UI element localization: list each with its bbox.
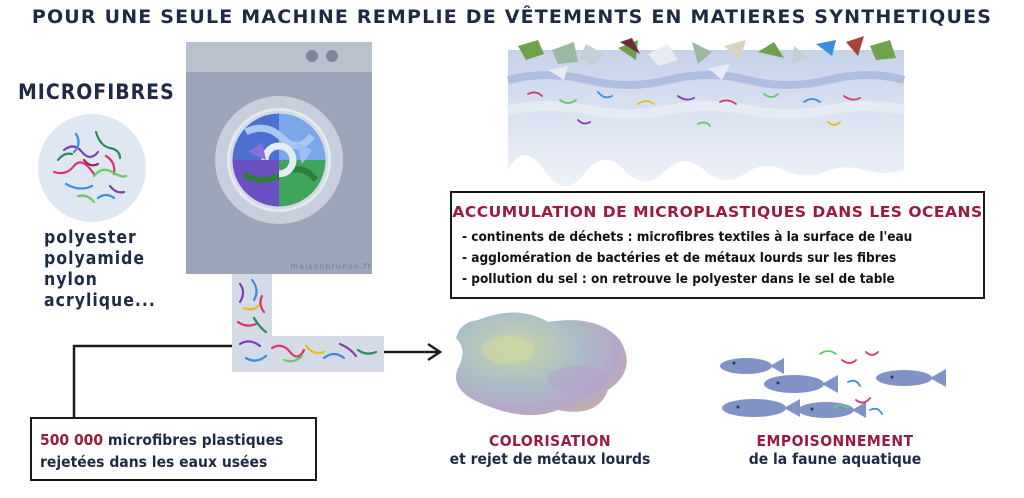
arrow-right-icon bbox=[384, 342, 443, 362]
material-item: polyester bbox=[44, 228, 137, 248]
page-title: POUR UNE SEULE MACHINE REMPLIE DE VÊTEME… bbox=[31, 6, 993, 28]
ocean-list-item: - continents de déchets : microfibres te… bbox=[462, 229, 913, 245]
pollution-blob-icon bbox=[456, 312, 627, 416]
washing-machine-icon bbox=[186, 42, 372, 274]
count-text: 500 000 microfibres plastiques rejetées … bbox=[40, 429, 283, 473]
empoisonnement-title: EMPOISONNEMENT bbox=[756, 432, 914, 450]
count-line2: rejetées dans les eaux usées bbox=[40, 453, 268, 471]
material-item: polyamide bbox=[44, 249, 146, 269]
colorisation-caption: COLORISATION et rejet de métaux lourds bbox=[420, 432, 680, 468]
credit-text: maisonbrunon.fr bbox=[290, 262, 372, 271]
ocean-list: - continents de déchets : microfibres te… bbox=[462, 227, 912, 290]
ocean-list-item: - pollution du sel : on retrouve le poly… bbox=[462, 271, 895, 287]
fish-icon bbox=[720, 350, 946, 418]
colorisation-title: COLORISATION bbox=[488, 432, 612, 450]
microfibres-title: MICROFIBRES bbox=[18, 80, 175, 104]
empoisonnement-subtitle: de la faune aquatique bbox=[748, 450, 922, 468]
colorisation-subtitle: et rejet de métaux lourds bbox=[449, 450, 651, 468]
connector-line bbox=[72, 344, 232, 418]
ocean-waste-icon bbox=[507, 36, 906, 187]
microfibre-count-box: 500 000 microfibres plastiques rejetées … bbox=[30, 417, 317, 481]
material-item: acrylique... bbox=[44, 291, 156, 311]
empoisonnement-caption: EMPOISONNEMENT de la faune aquatique bbox=[715, 432, 955, 468]
count-line1-rest: microfibres plastiques bbox=[103, 431, 284, 449]
ocean-list-item: - agglomération de bactéries et de métau… bbox=[462, 250, 897, 266]
ocean-box-title: ACCUMULATION DE MICROPLASTIQUES DANS LES… bbox=[452, 203, 983, 221]
material-item: nylon bbox=[44, 270, 98, 290]
materials-list: polyester polyamide nylon acrylique... bbox=[44, 228, 156, 312]
count-value: 500 000 bbox=[40, 431, 104, 449]
ocean-info-box: ACCUMULATION DE MICROPLASTIQUES DANS LES… bbox=[450, 191, 985, 299]
drain-pipe-icon bbox=[232, 274, 384, 372]
microfibre-circle-icon bbox=[38, 114, 146, 222]
